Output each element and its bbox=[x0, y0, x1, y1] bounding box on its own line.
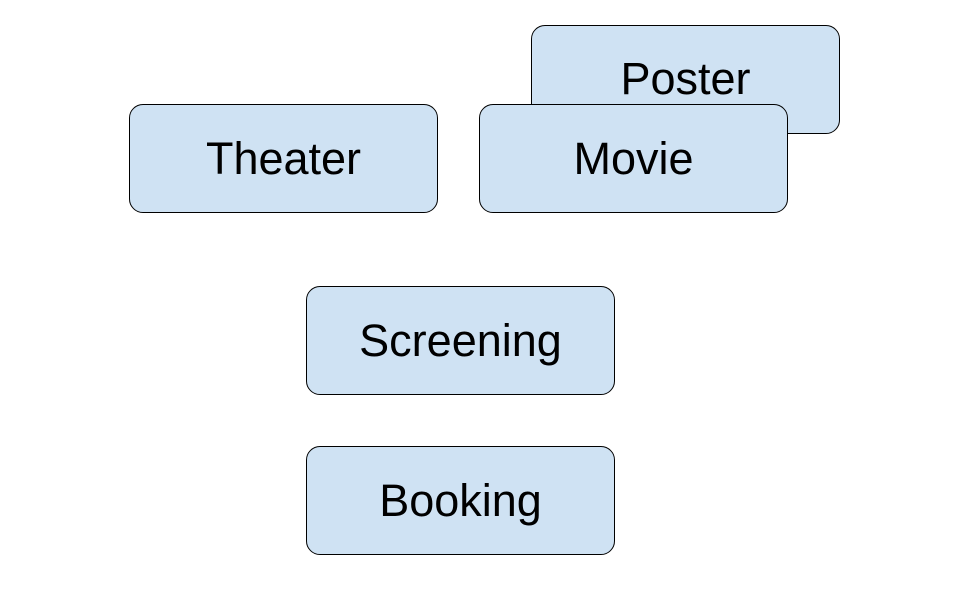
node-booking-label: Booking bbox=[379, 475, 542, 526]
node-movie[interactable]: Movie bbox=[479, 104, 788, 213]
node-screening[interactable]: Screening bbox=[306, 286, 615, 395]
node-theater[interactable]: Theater bbox=[129, 104, 438, 213]
node-theater-label: Theater bbox=[205, 133, 362, 184]
node-movie-label: Movie bbox=[573, 133, 694, 184]
node-booking[interactable]: Booking bbox=[306, 446, 615, 555]
node-poster-label: Poster bbox=[620, 53, 751, 104]
node-screening-label: Screening bbox=[359, 315, 562, 366]
